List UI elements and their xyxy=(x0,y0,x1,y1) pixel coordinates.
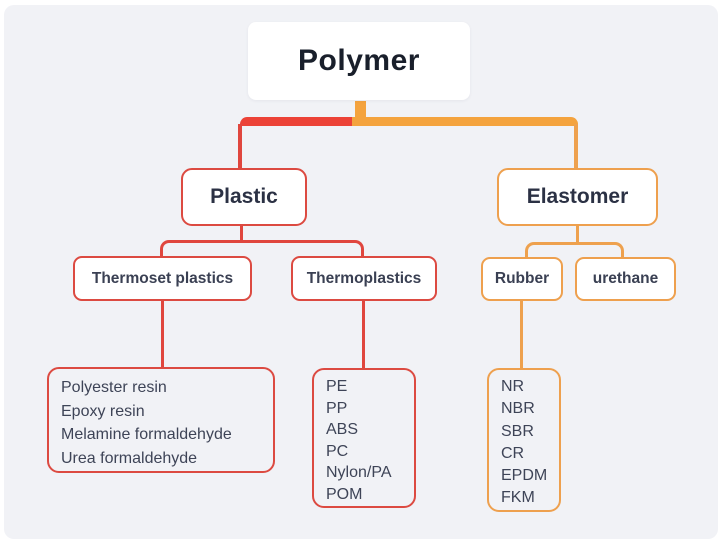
list-item: Nylon/PA xyxy=(326,464,392,481)
connector-plastic-split xyxy=(160,240,364,257)
list-item: ABS xyxy=(326,421,359,438)
list-item: NR xyxy=(501,378,525,395)
connector-root-stub xyxy=(355,101,366,118)
list-rubber-examples: NR NBR SBR CR EPDM FKM xyxy=(487,368,561,512)
node-plastic-label: Plastic xyxy=(210,185,278,208)
connector-drop-thermoset xyxy=(161,301,164,367)
node-rubber-label: Rubber xyxy=(494,270,550,287)
list-item: CR xyxy=(501,444,525,462)
node-thermoplastics-label: Thermoplastics xyxy=(306,269,422,287)
list-item: PE xyxy=(326,378,348,395)
node-polymer: Polymer xyxy=(248,22,470,100)
connector-drop-plastic xyxy=(238,124,242,168)
node-elastomer-label: Elastomer xyxy=(526,185,629,208)
node-polymer-label: Polymer xyxy=(298,44,420,77)
connector-bar-plastic xyxy=(240,117,352,126)
connector-elastomer-stub xyxy=(576,226,579,243)
node-elastomer: Elastomer xyxy=(497,168,658,226)
connector-drop-rubber xyxy=(520,301,523,368)
list-item: NBR xyxy=(501,400,535,418)
list-item: Urea formaldehyde xyxy=(61,449,198,467)
list-item: Melamine formaldehyde xyxy=(61,426,232,443)
node-thermoset-plastics-label: Thermoset plastics xyxy=(91,269,234,287)
list-item: PC xyxy=(326,442,349,460)
connector-plastic-stub xyxy=(240,226,243,241)
connector-bar-elastomer xyxy=(352,117,578,126)
list-item: FKM xyxy=(501,489,535,507)
list-item: SBR xyxy=(501,422,534,440)
list-item: PP xyxy=(326,399,348,417)
list-thermoplastic-examples: PE PP ABS PC Nylon/PA POM xyxy=(312,368,416,508)
node-urethane: urethane xyxy=(575,257,676,301)
node-rubber: Rubber xyxy=(481,257,563,301)
list-item: EPDM xyxy=(501,467,548,485)
list-thermoset-examples: Polyester resin Epoxy resin Melamine for… xyxy=(47,367,275,473)
node-thermoset-plastics: Thermoset plastics xyxy=(73,256,252,301)
list-item: Polyester resin xyxy=(61,379,167,396)
list-item: Epoxy resin xyxy=(61,402,145,420)
connector-drop-thermoplastics xyxy=(362,301,365,368)
connector-drop-elastomer xyxy=(574,124,578,168)
connector-elastomer-split xyxy=(525,242,624,258)
node-urethane-label: urethane xyxy=(592,270,659,287)
node-plastic: Plastic xyxy=(181,168,307,226)
node-thermoplastics: Thermoplastics xyxy=(291,256,437,301)
list-item: POM xyxy=(326,485,363,503)
